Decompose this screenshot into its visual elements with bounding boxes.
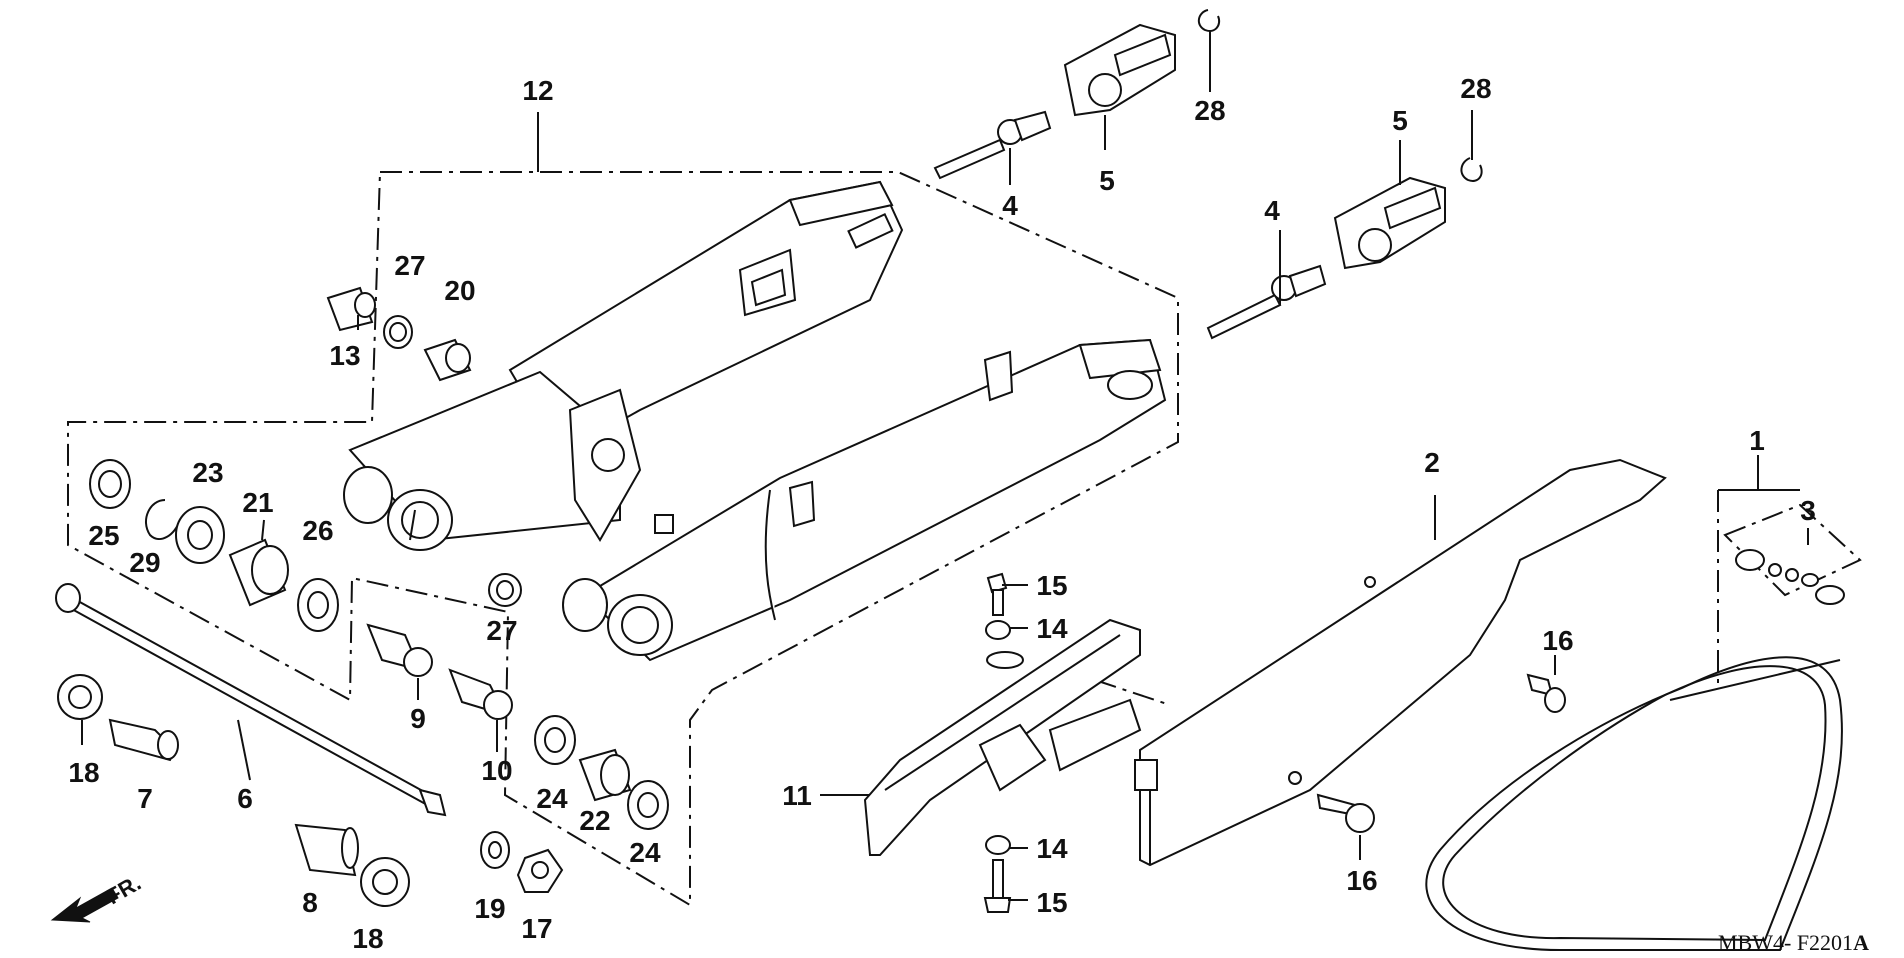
adjuster-bolt-4-right (1206, 264, 1327, 340)
chain-adjuster-5-right (1333, 176, 1446, 270)
chain-slider (863, 618, 1142, 856)
callout-12: 12 (522, 75, 553, 106)
diagram-code: MBW4- F2201A (1718, 930, 1869, 955)
washer-14-upper (985, 620, 1011, 640)
callout-18-lower: 18 (352, 923, 383, 954)
callout-4-right: 4 (1264, 195, 1280, 226)
washer-19 (480, 831, 510, 869)
collar-9 (366, 623, 433, 677)
pivot-nut-18-lower (360, 857, 410, 907)
callout-16-lower: 16 (1346, 865, 1377, 896)
callout-7: 7 (137, 783, 153, 814)
washer-14-lower (985, 835, 1011, 855)
callout-labels: 1 2 3 4 4 5 5 6 7 8 9 10 11 12 13 14 14 … (68, 73, 1815, 954)
bushing-22 (578, 748, 632, 802)
callout-24-upper: 24 (536, 783, 568, 814)
oil-seal-24-upper (534, 715, 576, 765)
callout-22: 22 (579, 805, 610, 836)
adjusting-bolt-8 (294, 823, 359, 877)
circlip-29 (145, 499, 181, 540)
bearing-23 (175, 506, 225, 564)
dust-seal-27-lower (488, 573, 522, 607)
callout-23: 23 (192, 457, 223, 488)
leader-lines (81, 30, 1809, 901)
callout-4-left: 4 (1002, 190, 1018, 221)
chain-guide-boundary (1094, 679, 1171, 706)
callout-16-upper: 16 (1542, 625, 1573, 656)
callout-1: 1 (1749, 425, 1765, 456)
callout-26: 26 (302, 515, 333, 546)
callout-2: 2 (1424, 447, 1440, 478)
pivot-nut-18-upper (57, 674, 103, 720)
callout-24-lower: 24 (629, 837, 661, 868)
collar-13 (326, 286, 376, 332)
callout-10: 10 (481, 755, 512, 786)
callout-14-upper: 14 (1036, 613, 1068, 644)
callout-19: 19 (474, 893, 505, 924)
chain-joint-kit (1723, 503, 1862, 605)
needle-bearing-21 (228, 538, 289, 607)
callout-25: 25 (88, 520, 119, 551)
callout-13: 13 (329, 340, 360, 371)
callout-18-upper: 18 (68, 757, 99, 788)
callout-28-right: 28 (1460, 73, 1491, 104)
callout-3: 3 (1800, 495, 1816, 526)
callout-27-lower: 27 (486, 615, 517, 646)
screw-16-upper (1526, 673, 1566, 713)
oil-seal-24-lower (627, 780, 669, 830)
bolt-15-upper (986, 572, 1008, 616)
callout-14-lower: 14 (1036, 833, 1068, 864)
front-direction-arrow: FR. (50, 870, 145, 923)
callout-11: 11 (782, 780, 812, 811)
callout-9: 9 (410, 703, 426, 734)
callout-5-left: 5 (1099, 165, 1115, 196)
nut-17 (516, 848, 564, 893)
adjusting-bolt-7 (108, 718, 179, 762)
drive-chain-case (1134, 458, 1667, 867)
clip-28-right (1460, 157, 1483, 182)
callout-15-upper: 15 (1036, 570, 1067, 601)
assembly-group-boundary (67, 171, 1179, 907)
callout-20: 20 (444, 275, 475, 306)
callout-6: 6 (237, 783, 253, 814)
clip-28-left (1197, 9, 1221, 32)
collar-10 (448, 668, 513, 720)
callout-5-right: 5 (1392, 105, 1408, 136)
drive-chain (1425, 656, 1843, 951)
chain-adjuster-5-left (1063, 23, 1176, 117)
callout-28-left: 28 (1194, 95, 1225, 126)
callout-21: 21 (242, 487, 273, 518)
callout-27-upper: 27 (394, 250, 425, 281)
adjuster-bolt-4-left (933, 110, 1052, 180)
screw-16-lower (1316, 793, 1375, 833)
dust-seal-27-upper (383, 315, 413, 349)
collar-20 (423, 338, 472, 382)
pivot-shaft (55, 583, 447, 817)
oil-seal-25 (89, 459, 131, 509)
callout-29: 29 (129, 547, 160, 578)
swingarm (343, 180, 1167, 662)
callout-15-lower: 15 (1036, 887, 1067, 918)
callout-17: 17 (521, 913, 552, 944)
callout-8: 8 (302, 887, 318, 918)
bolt-15-lower (983, 859, 1012, 913)
oil-seal-26 (297, 578, 339, 632)
